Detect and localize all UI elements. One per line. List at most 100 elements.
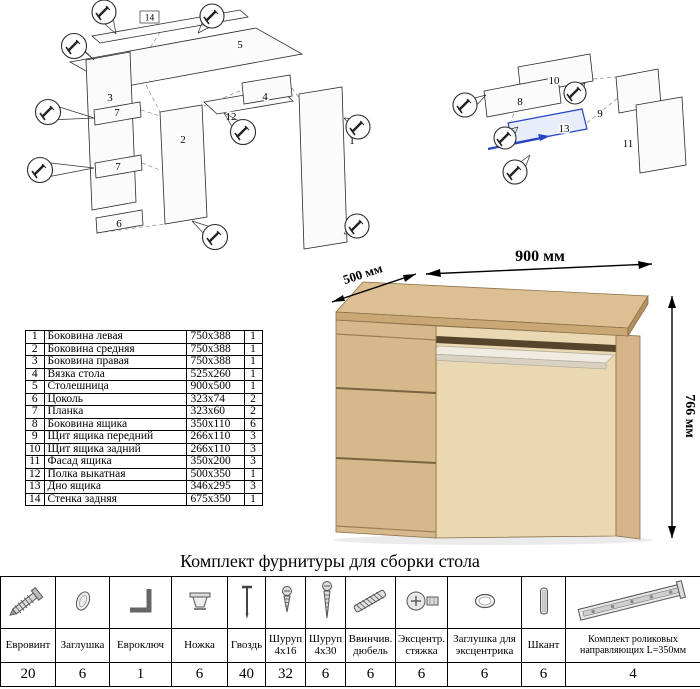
part-qty: 2 [243, 392, 263, 406]
part-number: 5 [25, 380, 45, 394]
screw-callout [34, 98, 95, 126]
screw-callout [493, 126, 519, 150]
part-label-13: 13 [559, 123, 571, 135]
part-name: Фасад ящика [43, 455, 187, 469]
drawer-groove-1 [335, 387, 437, 394]
desk-render: 900 мм 500 мм 766 мм [331, 248, 697, 545]
part-size: 323x74 [185, 392, 245, 406]
part-label-3: 3 [107, 92, 113, 104]
hw-item-label: Эксцентр. стяжка [395, 628, 448, 663]
hw-item-label: Заглушка для эксцентрика [447, 628, 522, 663]
part-number: 10 [25, 442, 45, 456]
hw-icon-cell [55, 576, 110, 629]
part-size: 266x110 [185, 430, 245, 444]
hw-item-label: Комплект роликовых направляющих L=350мм [565, 628, 700, 663]
part-label-4: 4 [262, 91, 268, 103]
hardware-icons-row [0, 576, 700, 629]
part-label-14: 14 [145, 14, 155, 24]
hw-item-label: Евроключ [109, 628, 172, 663]
hw-icon-cell [171, 576, 228, 629]
floor-shadow [333, 535, 653, 545]
hw-icon-cell [265, 576, 306, 629]
desk-body [335, 281, 649, 540]
leg-icon [189, 592, 210, 610]
hw-item-label: Шуруп 4x16 [265, 628, 306, 663]
hw-item-qty: 6 [447, 662, 522, 687]
hw-icon-cell [109, 576, 172, 629]
part-qty: 3 [243, 455, 263, 469]
part-number: 6 [25, 392, 45, 406]
part-number: 13 [25, 480, 45, 494]
exploded-diagram-drawer: 10 8 9 13 11 [452, 53, 687, 185]
part-qty: 1 [243, 367, 263, 381]
insert-arrow [487, 134, 550, 151]
part-number: 4 [25, 367, 45, 381]
part-label-6: 6 [116, 218, 122, 230]
hw-item-qty: 6 [55, 662, 110, 687]
hw-icon-cell [565, 576, 700, 629]
part-name: Вязка стола [43, 367, 187, 381]
hardware-title: Комплект фурнитуры для сборки стола [180, 551, 480, 571]
part-label-8: 8 [517, 96, 523, 108]
part-qty: 6 [243, 417, 263, 431]
hw-item-label: Шуруп 4x30 [305, 628, 346, 663]
part-qty: 3 [243, 480, 263, 494]
hw-item-qty: 6 [521, 662, 566, 687]
part-size: 750x388 [185, 330, 245, 344]
hw-item-qty: 4 [565, 662, 700, 687]
hw-icon-cell [0, 576, 56, 629]
plank-panel-2 [94, 154, 143, 179]
hardware-labels-row: Евровинт Заглушка Евроключ Ножка Гвоздь … [0, 628, 700, 663]
part-qty: 3 [243, 442, 263, 456]
part-size: 675x350 [185, 492, 245, 506]
part-size: 525x260 [185, 367, 245, 381]
screw-callout [452, 92, 487, 118]
right-side-panel [298, 86, 348, 250]
screw-short-icon [282, 586, 292, 613]
part-number: 9 [25, 430, 45, 444]
screw-callout [223, 112, 257, 146]
part-qty: 1 [243, 355, 263, 369]
hw-icon-cell [395, 576, 448, 629]
part-name: Боковина ящика [43, 417, 187, 431]
drawer-side-panel-left [483, 76, 562, 118]
hw-icon-cell [521, 576, 566, 629]
drawer-front-panel [635, 96, 687, 174]
hw-item-label: Шкант [521, 628, 566, 663]
part-number: 14 [25, 492, 45, 506]
part-name: Боковина правая [43, 355, 187, 369]
part-size: 500x350 [185, 467, 245, 481]
part-name: Цоколь [43, 392, 187, 406]
exploded-diagram-desk: 14 5 3 7 7 6 2 12 4 1 [26, 0, 371, 251]
part-number-labels: 10 8 9 13 11 [516, 74, 635, 152]
part-label-7a: 7 [114, 107, 120, 119]
part-name: Стенка задняя [43, 492, 187, 506]
drawer-slide-icon [577, 580, 686, 621]
part-number: 1 [25, 330, 45, 344]
part-name: Планка [43, 405, 187, 419]
screw-callout [191, 220, 229, 251]
hw-item-qty: 32 [265, 662, 306, 687]
part-name: Дно ящика [43, 480, 187, 494]
part-number: 3 [25, 355, 45, 369]
screw-callout [563, 81, 587, 105]
hw-icon-cell [447, 576, 522, 629]
hw-item-label: Гвоздь [227, 628, 266, 663]
middle-side-panel [159, 104, 208, 225]
part-number: 7 [25, 405, 45, 419]
tabletop-right-edge [627, 294, 649, 338]
screw-callout [502, 154, 531, 185]
tray-gap-shadow [436, 336, 616, 352]
part-qty: 3 [243, 430, 263, 444]
